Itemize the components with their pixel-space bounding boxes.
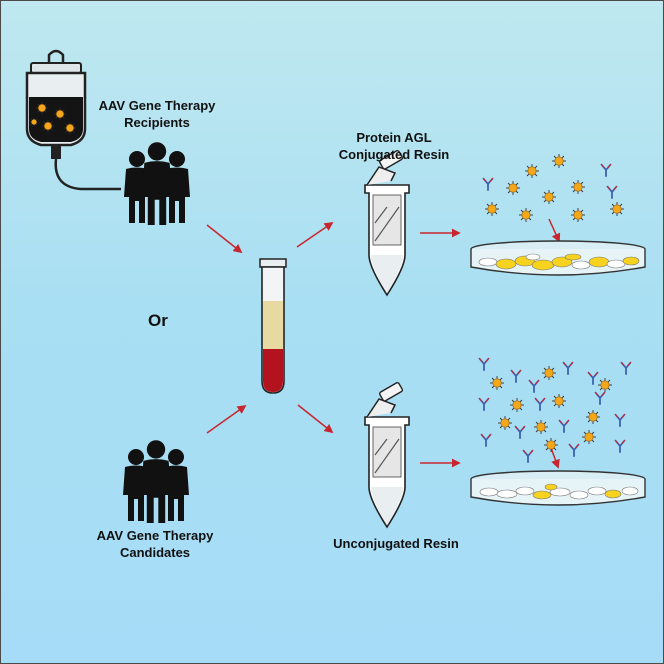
aav-particles-bottom (478, 357, 632, 463)
iv-bag-icon (25, 49, 121, 191)
petri-dish-icon (470, 240, 646, 276)
or-label: Or (148, 311, 168, 330)
recipients-label: AAV Gene Therapy Recipients (98, 98, 216, 130)
people-group-icon (123, 440, 189, 523)
unconjugated-resin-label: Unconjugated Resin (333, 536, 459, 551)
blood-tube-icon (259, 258, 287, 394)
people-group-icon (124, 142, 190, 225)
microtube-icon (364, 149, 410, 296)
conjugated-resin-label: Protein AGL Conjugated Resin (338, 130, 450, 162)
aav-particles-top (482, 153, 625, 223)
petri-dish-icon (470, 470, 646, 506)
microtube-icon (364, 381, 410, 528)
candidates-label: AAV Gene Therapy Candidates (96, 528, 214, 560)
